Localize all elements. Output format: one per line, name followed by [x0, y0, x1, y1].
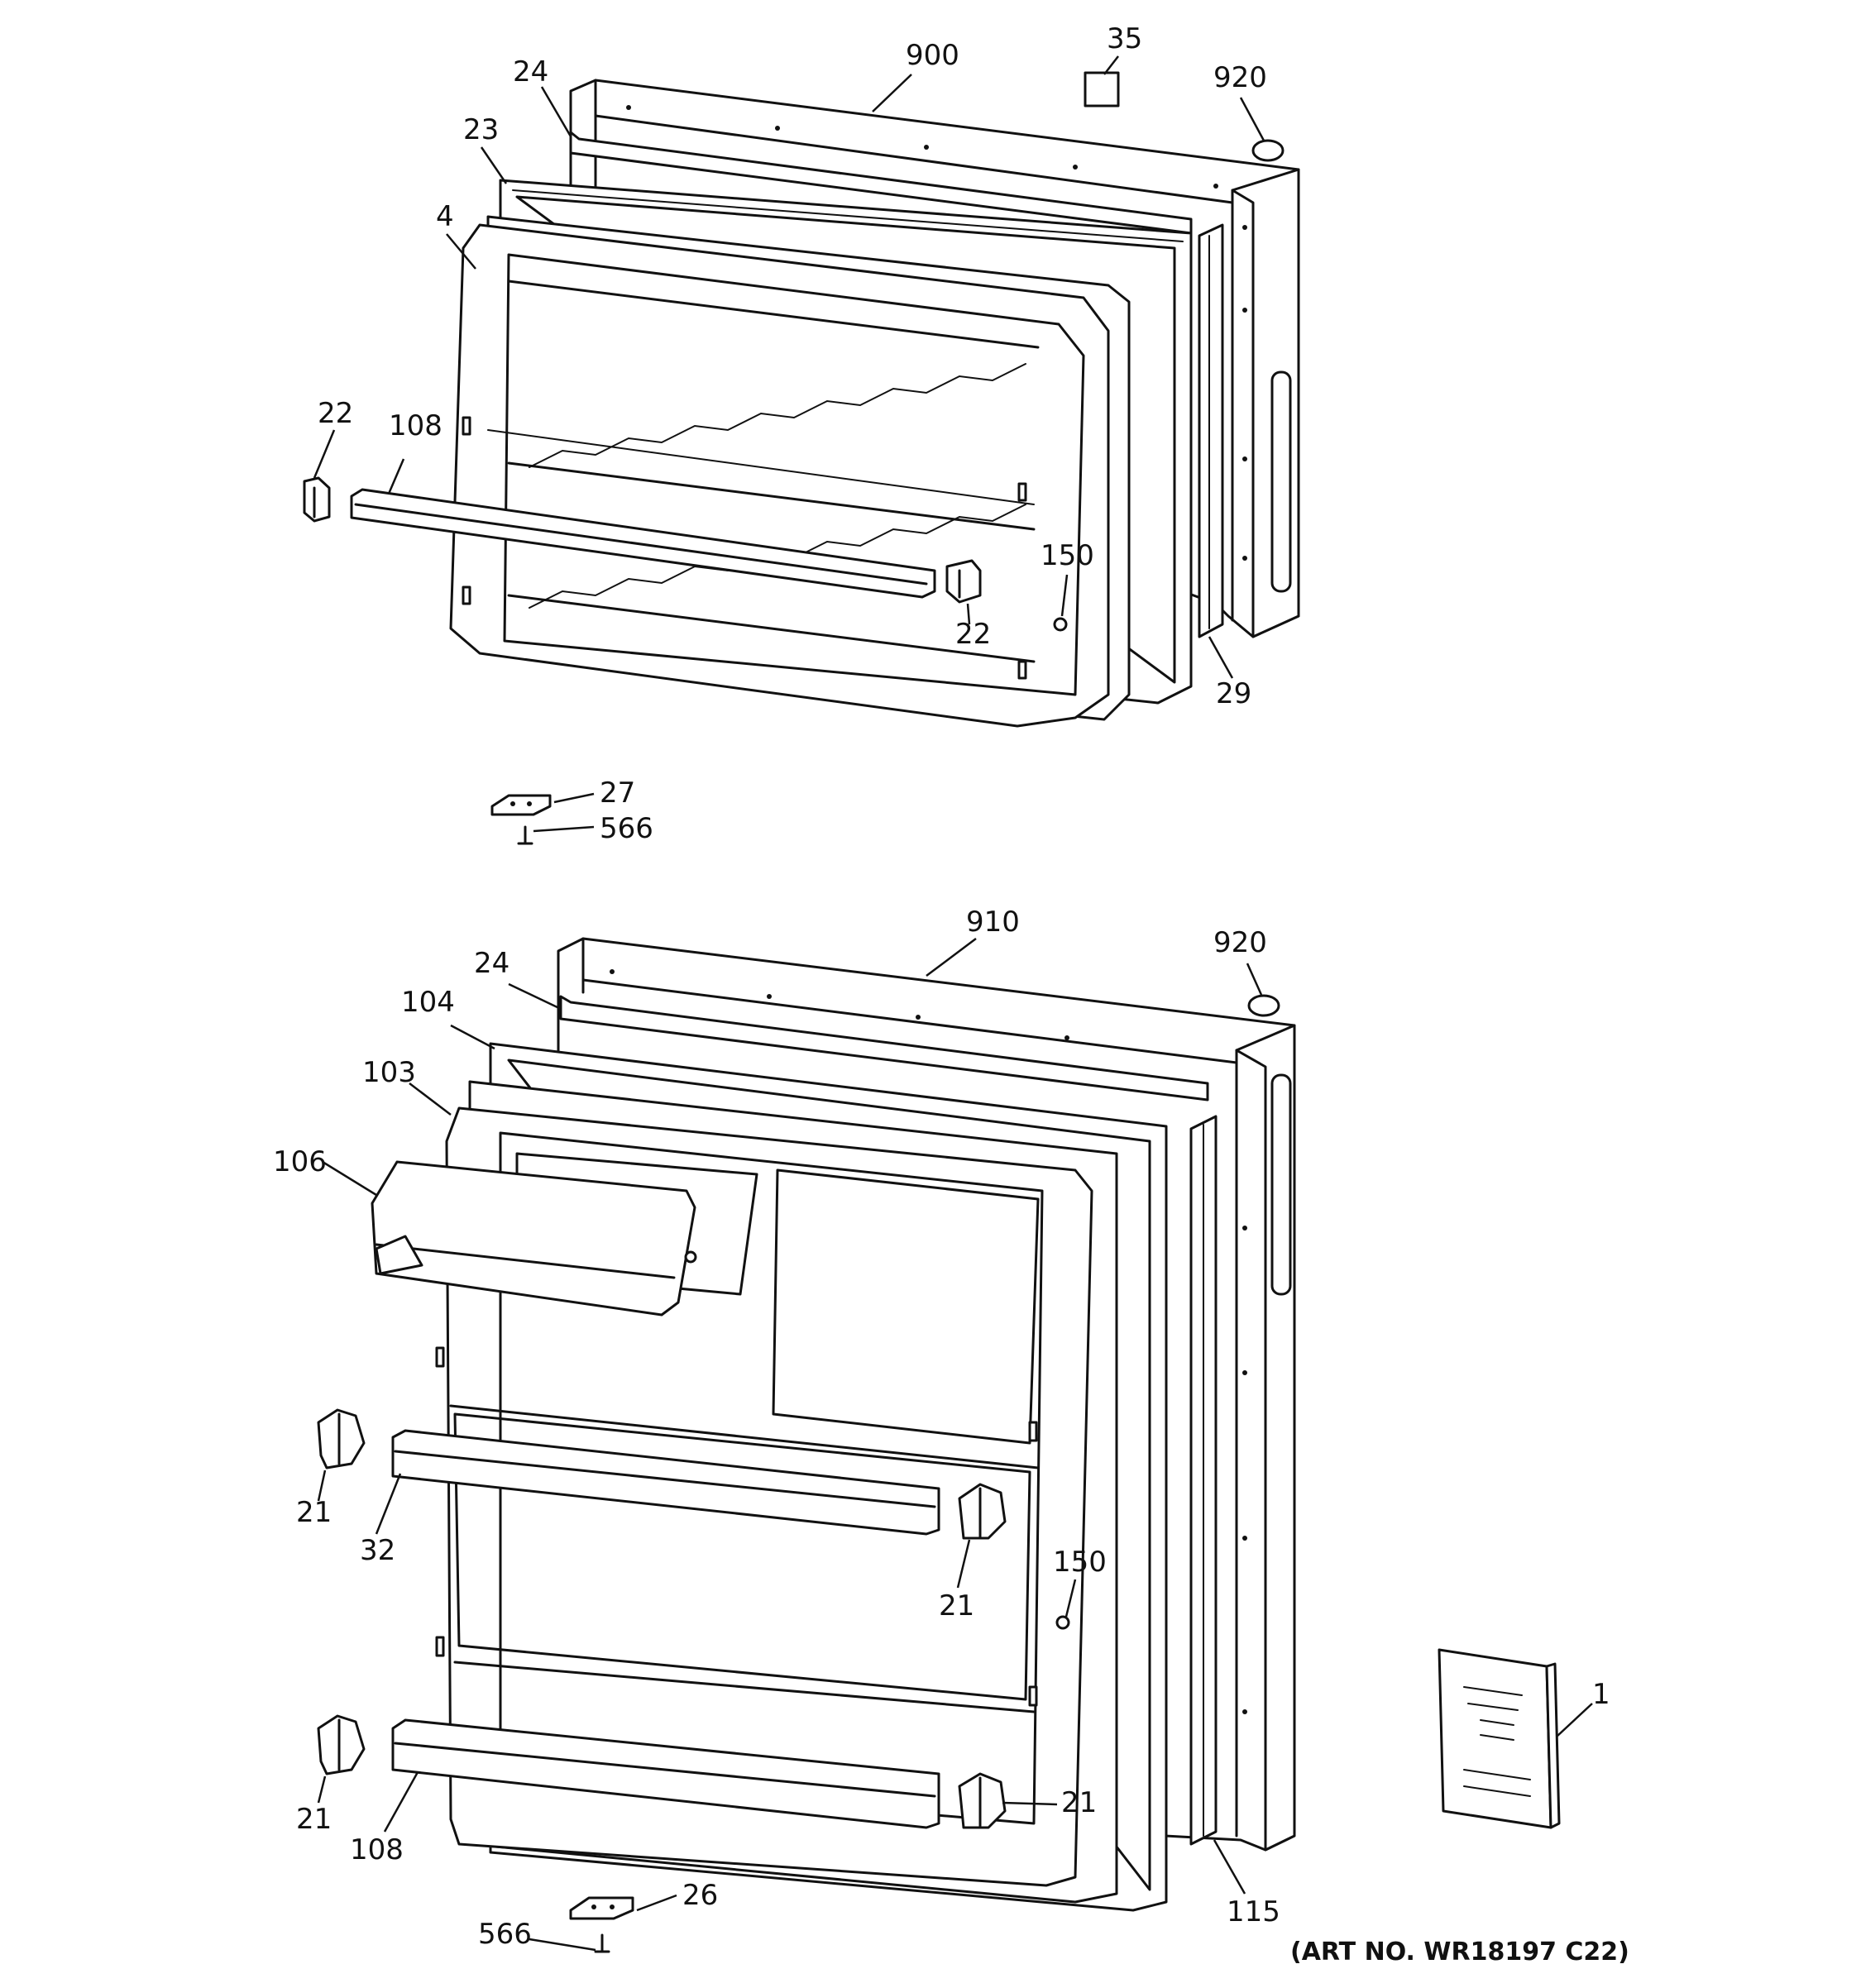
part-21-bracket-upper-left — [317, 1408, 366, 1469]
callout-21-upper-left: 21 — [296, 1496, 332, 1529]
callout-26: 26 — [682, 1879, 719, 1912]
callout-910: 910 — [966, 906, 1020, 939]
callout-566-fresh: 566 — [478, 1918, 532, 1951]
part-1-manual — [1438, 1648, 1561, 1829]
callout-108-fresh: 108 — [350, 1833, 404, 1866]
callout-106: 106 — [273, 1145, 327, 1178]
callout-21-lower-left: 21 — [296, 1803, 332, 1836]
callout-35: 35 — [1107, 22, 1143, 55]
callout-24-freezer: 24 — [513, 55, 549, 88]
callout-103: 103 — [362, 1056, 416, 1089]
part-566-screw-freezer — [517, 825, 533, 845]
part-21-bracket-upper-right — [958, 1483, 1007, 1540]
callout-4: 4 — [436, 200, 454, 233]
part-920-plug — [1251, 139, 1285, 162]
part-35-cap — [1084, 71, 1120, 108]
part-920-plug-fresh — [1247, 994, 1280, 1017]
part-21-bracket-lower-right — [958, 1772, 1007, 1829]
part-22-bracket-left — [303, 476, 331, 523]
part-21-bracket-lower-left — [317, 1714, 366, 1775]
part-32-shelf-bar — [391, 1429, 940, 1536]
callout-22-right: 22 — [955, 618, 992, 651]
part-115-strip — [1189, 1115, 1218, 1846]
part-24-breaker-strip-fresh — [559, 995, 1209, 1102]
callout-21-upper-right: 21 — [939, 1589, 975, 1622]
part-4-door-liner — [449, 215, 1131, 728]
part-26-hinge-fresh — [569, 1896, 634, 1920]
callout-150-fresh: 150 — [1053, 1546, 1107, 1579]
part-566-screw-fresh — [594, 1933, 610, 1953]
part-150-screw-freezer — [1053, 617, 1068, 632]
art-number: (ART NO. WR18197 C22) — [1290, 1938, 1629, 1966]
callout-21-lower-right: 21 — [1061, 1786, 1098, 1819]
callout-900: 900 — [906, 39, 959, 72]
callout-23: 23 — [463, 113, 500, 146]
part-29-strip — [1198, 223, 1224, 638]
leader-lines — [313, 55, 1593, 1952]
callout-115: 115 — [1227, 1895, 1280, 1928]
callout-566-freezer: 566 — [600, 812, 653, 845]
callout-920-freezer: 920 — [1213, 61, 1267, 94]
callout-32: 32 — [360, 1534, 396, 1567]
callout-1: 1 — [1592, 1678, 1610, 1711]
part-24-breaker-strip — [569, 131, 1193, 235]
callout-920-fresh: 920 — [1213, 926, 1267, 959]
callout-29: 29 — [1216, 677, 1252, 710]
callout-108-freezer: 108 — [389, 409, 443, 442]
callout-27: 27 — [600, 777, 636, 810]
part-27-hinge-freezer — [490, 794, 552, 816]
part-108-shelf-bar-freezer — [350, 488, 936, 599]
callout-104: 104 — [401, 986, 455, 1019]
part-22-bracket-right — [945, 559, 982, 604]
part-106-dairy-door — [371, 1160, 697, 1317]
callout-150-freezer: 150 — [1041, 539, 1094, 572]
part-150-screw-fresh — [1055, 1615, 1070, 1630]
part-108-shelf-bar-fresh — [391, 1718, 940, 1829]
callout-24-fresh: 24 — [474, 947, 510, 980]
callout-22-left: 22 — [318, 397, 354, 430]
